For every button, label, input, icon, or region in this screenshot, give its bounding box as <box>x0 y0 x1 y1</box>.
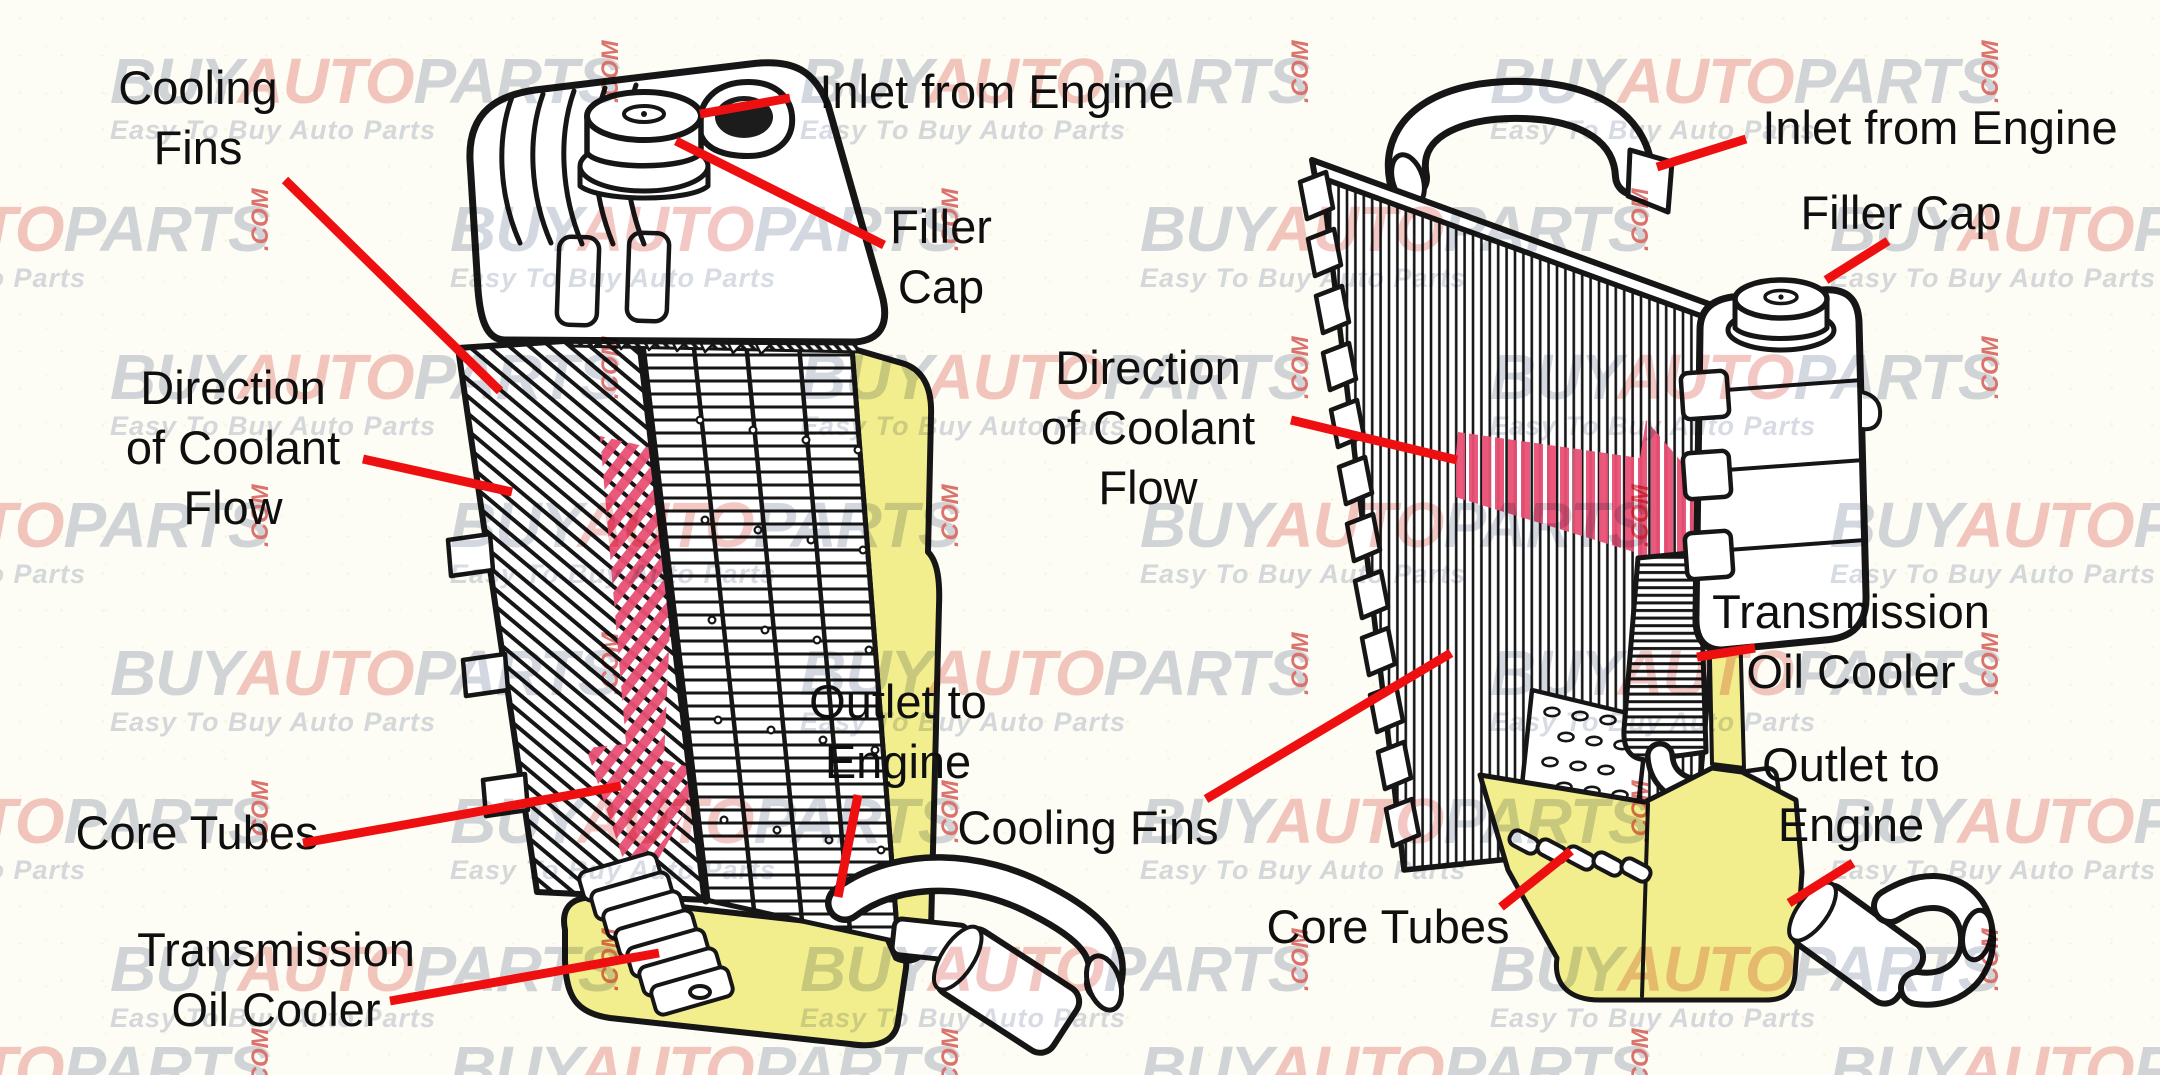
right-filler-cap <box>1725 277 1837 353</box>
callout-core-tubes-left: Core Tubes <box>75 806 319 859</box>
left-outlet-assembly <box>825 854 1126 1056</box>
callout-core-tubes-right: Core Tubes <box>1266 900 1510 953</box>
callout-filler-cap-right: Filler Cap <box>1800 186 2002 239</box>
callout-inlet-right: Inlet from Engine <box>1762 101 2118 154</box>
callout-cooling-fins-right: Cooling Fins <box>957 801 1219 854</box>
left-core-tubes-area <box>635 331 901 945</box>
left-side-tank <box>847 345 943 964</box>
right-inlet-hose <box>1384 77 1675 215</box>
right-outlet-assembly <box>1787 873 1997 1008</box>
right-coolant-flow-arrow <box>1452 420 1724 594</box>
callout-inlet-left: Inlet from Engine <box>819 65 1175 118</box>
right-side-tank <box>1678 277 1883 654</box>
